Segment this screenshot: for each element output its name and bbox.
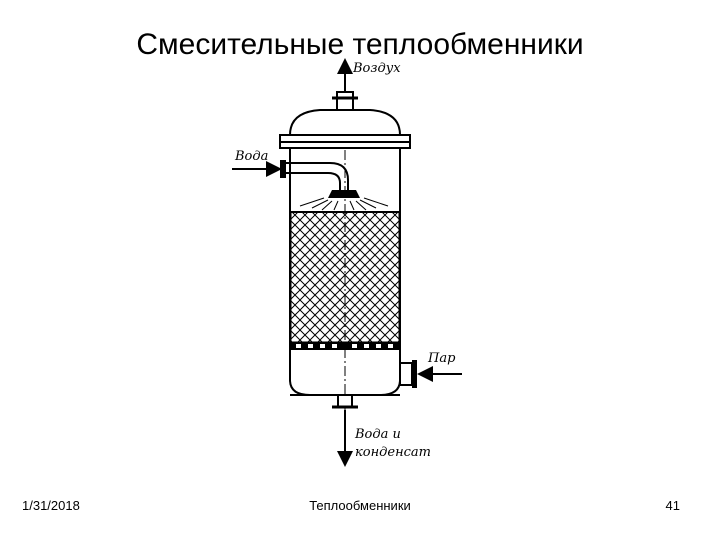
slide-title: Смесительные теплообменники [136,28,584,61]
spray-droplets [299,197,389,211]
label-steam: Пар [427,351,456,366]
support-grid [290,342,400,350]
bottom-nozzle [337,394,353,408]
top-cover [288,109,402,136]
mixing-heat-exchanger-diagram: Воздух Вода Пар [232,58,462,467]
label-outlet-line2: конденсат [355,445,431,460]
spray-pipe [286,162,349,190]
footer-date: 1/31/2018 [22,498,80,513]
label-air: Воздух [352,61,401,76]
packing-bed [290,211,400,343]
label-water-in: Вода [234,149,268,164]
steam-inlet-nozzle [399,362,413,386]
label-outlet-line1: Вода и [354,427,401,442]
top-nozzle [336,91,354,111]
top-flange [279,134,411,143]
page-number: 41 [665,498,680,513]
footer-title: Теплообменники [309,498,411,513]
spray-nozzle [328,190,360,198]
water-inlet-flange [280,160,286,178]
